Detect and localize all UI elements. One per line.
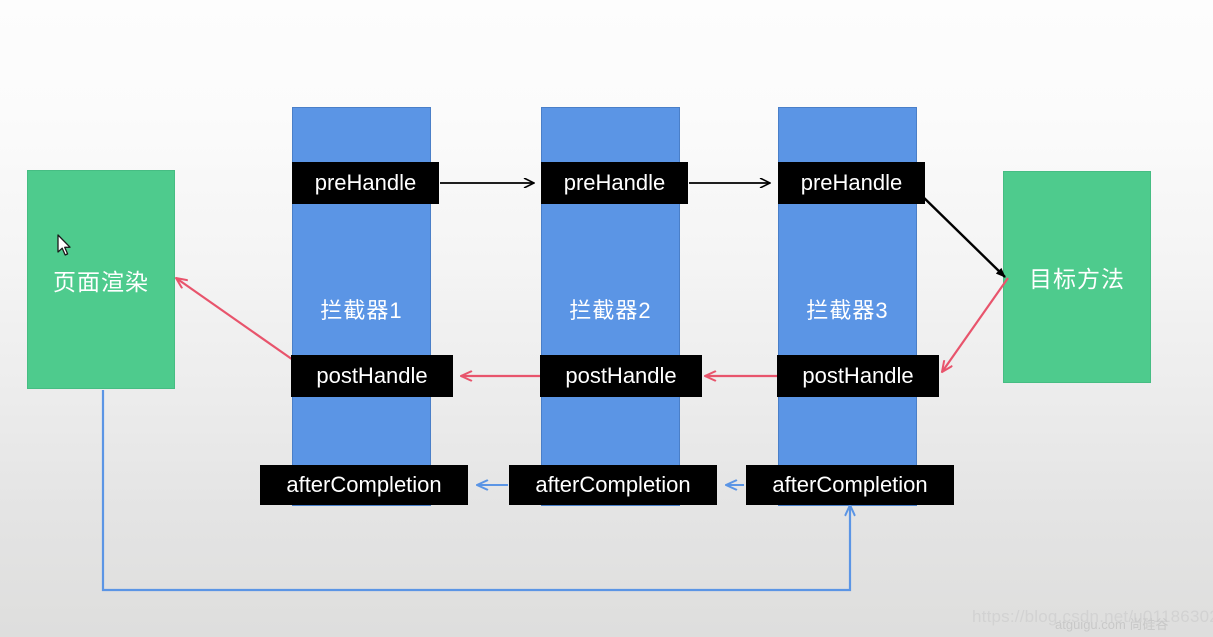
interceptor-1-posthandle-box: postHandle [291,355,453,397]
interceptor-column-1-label: 拦截器1 [320,298,403,323]
interceptor-3-aftercompletion-box: afterCompletion [746,465,954,505]
interceptor-2-prehandle-box: preHandle [541,162,688,204]
interceptor-3-prehandle-box: preHandle [778,162,925,204]
interceptor-column-2-label: 拦截器2 [569,298,652,323]
interceptor-2-posthandle-box: postHandle [540,355,702,397]
page-render-box: 页面渲染 [27,170,175,389]
watermark-url: https://blog.csdn.net/u011863024 [972,607,1213,626]
target-method-box: 目标方法 [1003,171,1151,383]
interceptor-2-aftercompletion-box: afterCompletion [509,465,717,505]
interceptor-1-prehandle-box: preHandle [292,162,439,204]
interceptor-1-aftercompletion-box: afterCompletion [260,465,468,505]
watermark-brand: atguigu.com 尚硅谷 [1055,617,1169,632]
interceptor-column-3-label: 拦截器3 [806,298,889,323]
interceptor-3-posthandle-box: postHandle [777,355,939,397]
